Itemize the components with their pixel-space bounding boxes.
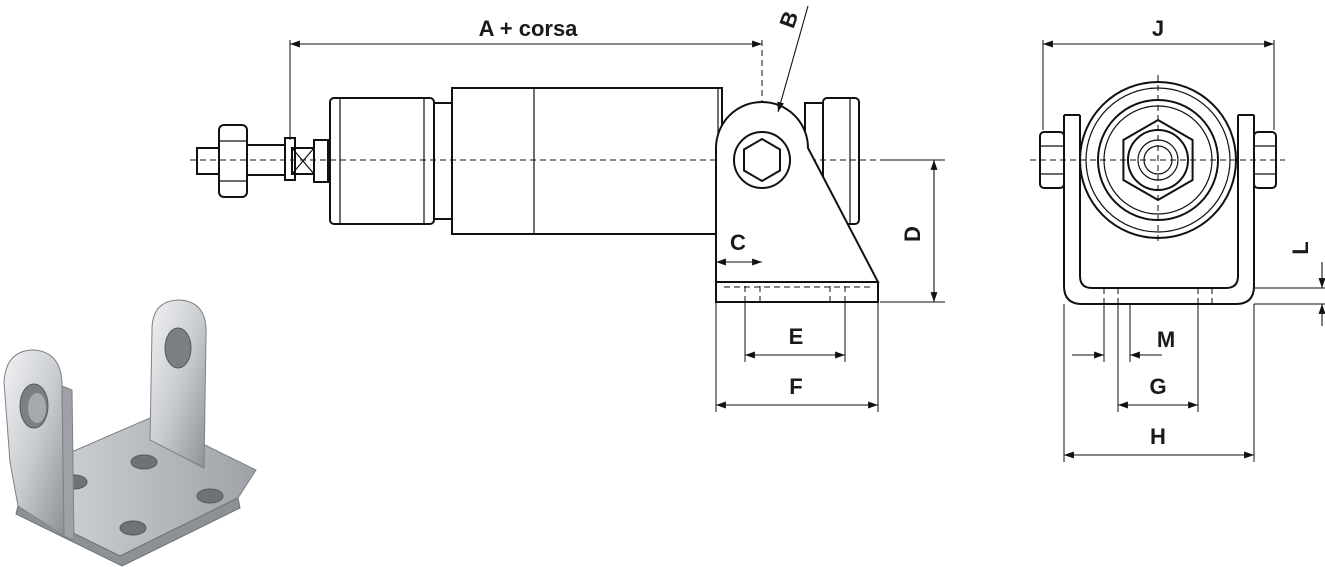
label-j: J	[1152, 16, 1164, 41]
label-l: L	[1288, 241, 1313, 254]
label-d: D	[900, 226, 925, 242]
front-head	[329, 97, 453, 225]
label-c: C	[730, 230, 746, 255]
front-view: J L M G H	[1030, 16, 1325, 462]
label-m: M	[1157, 327, 1175, 352]
label-e: E	[789, 324, 804, 349]
bracket-side	[715, 101, 880, 303]
label-b: B	[774, 8, 803, 31]
side-view: A + corsa B C D E F	[190, 5, 945, 412]
label-h: H	[1150, 424, 1166, 449]
label-g: G	[1149, 374, 1166, 399]
barrel	[451, 87, 723, 235]
rod-nut	[196, 124, 296, 198]
rod-square	[291, 139, 329, 183]
bracket-3d-image	[3, 299, 257, 567]
label-a-stroke: A + corsa	[479, 16, 579, 41]
label-f: F	[789, 374, 802, 399]
